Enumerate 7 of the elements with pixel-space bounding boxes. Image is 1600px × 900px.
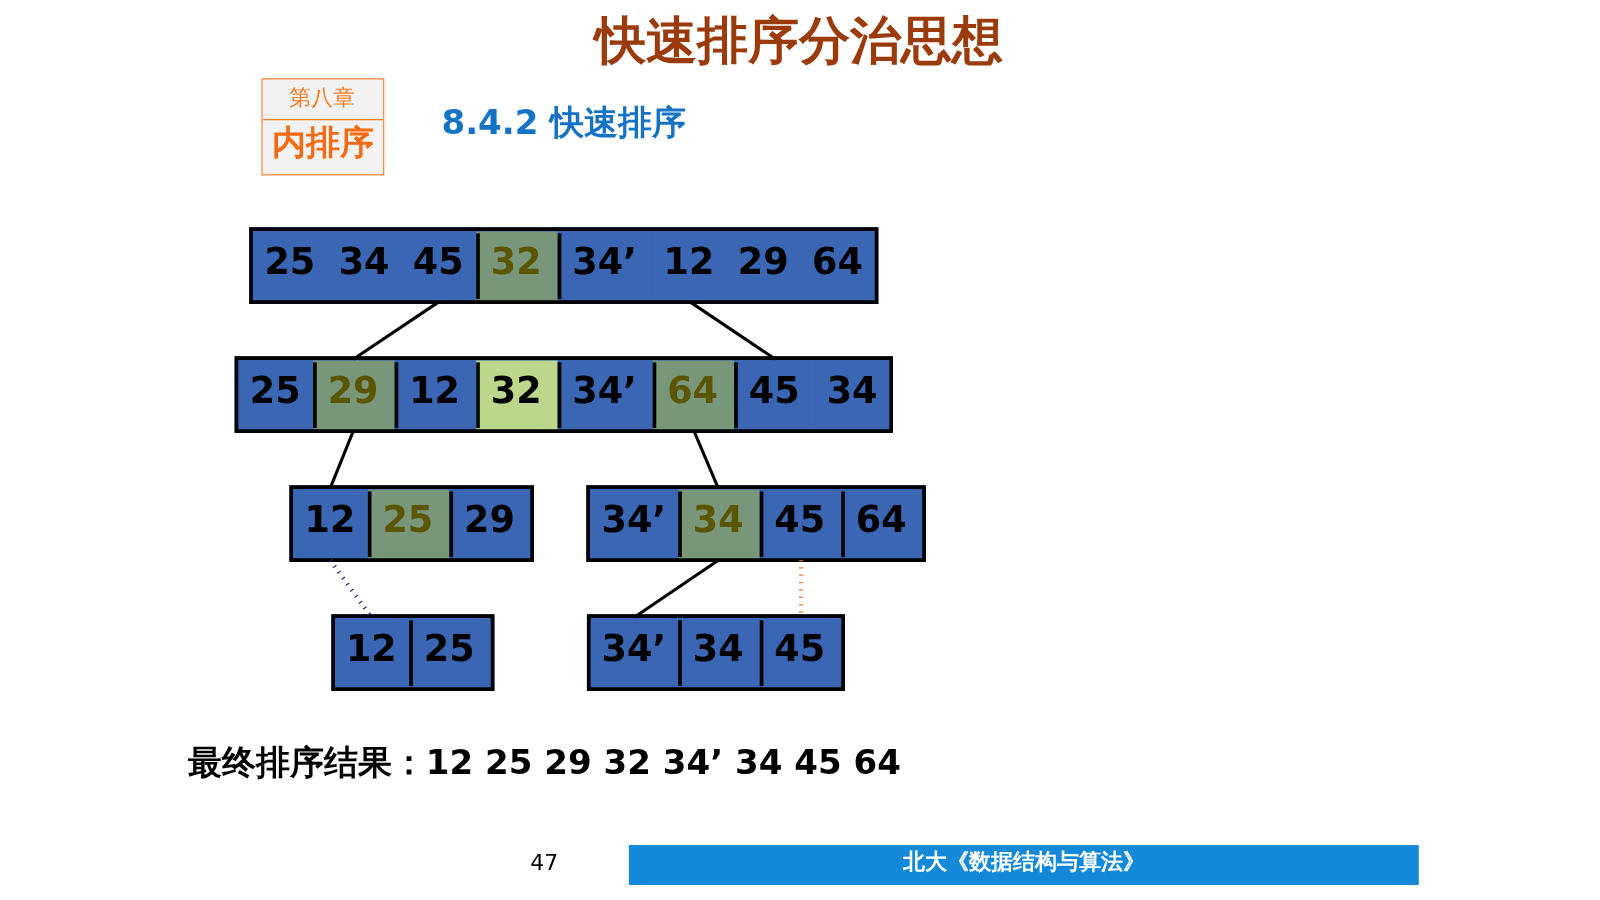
node-box: 北大《数据结构与算法》 <box>628 844 1419 886</box>
connector <box>692 430 720 489</box>
connector <box>328 430 355 489</box>
label: 8.4.2 快速排序 <box>440 102 686 143</box>
label: 最终排序结果：12 25 29 32 34’ 34 45 64 <box>187 742 901 783</box>
diagram-title: 快速排序分治思想 <box>594 10 1003 70</box>
label: 47 <box>529 850 558 876</box>
